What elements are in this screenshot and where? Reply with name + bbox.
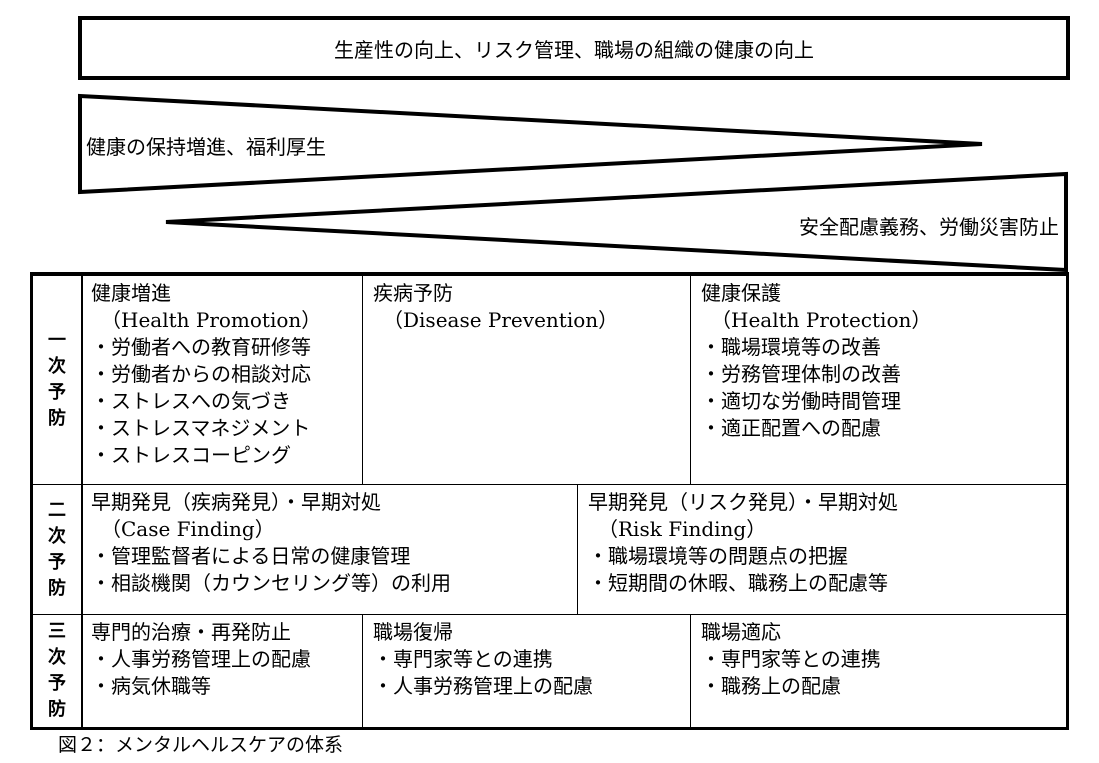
safety-wedge-label: 安全配慮義務、労働災害防止: [799, 215, 1059, 239]
level-label-char: 防: [48, 699, 66, 720]
level-label-char: 二: [48, 499, 66, 521]
top-banner-text: 生産性の向上、リスク管理、職場の組織の健康の向上: [334, 37, 814, 62]
cell-item: ・専門家等との連携: [373, 647, 553, 671]
cell-title: 専門的治療・再発防止: [91, 620, 291, 644]
level-label-char: 防: [48, 577, 66, 599]
safety-wedge: [165, 171, 1068, 273]
cell-title: 職場復帰: [373, 620, 453, 644]
health-wedge: [78, 93, 983, 195]
cell-item: ・短期間の休暇、職務上の配慮等: [588, 571, 888, 595]
cell-item: ・専門家等との連携: [701, 647, 881, 671]
level-label-char: 予: [48, 382, 66, 403]
cell-item: ・職務上の配慮: [701, 674, 841, 698]
level-label-char: 次: [48, 525, 66, 547]
cell-item: ・人事労務管理上の配慮: [91, 647, 311, 671]
level-label: 二次予防: [33, 485, 83, 614]
cell-item: ・適正配置への配慮: [701, 416, 881, 440]
cell-item: ・相談機関（カウンセリング等）の利用: [91, 571, 451, 595]
cell-subtitle: （Health Promotion）: [101, 308, 322, 332]
prevention-table: 一次予防健康増進（Health Promotion）・労働者への教育研修等・労働…: [30, 272, 1069, 730]
level-label: 一次予防: [33, 276, 83, 484]
prevention-row-primary: 一次予防健康増進（Health Promotion）・労働者への教育研修等・労働…: [33, 276, 1066, 485]
prevention-row-tertiary: 三次予防専門的治療・再発防止・人事労務管理上の配慮・病気休職等職場復帰・専門家等…: [33, 615, 1066, 727]
level-label-char: 予: [48, 673, 66, 694]
cell-title: 健康保護: [701, 281, 781, 305]
wedge-arrows: [78, 93, 1068, 273]
cell-item: ・労働者への教育研修等: [91, 335, 311, 359]
prevention-cell: 職場復帰・専門家等との連携・人事労務管理上の配慮: [363, 615, 691, 727]
cell-item: ・職場環境等の問題点の把握: [588, 544, 848, 568]
cell-item: ・ストレスへの気づき: [91, 389, 291, 413]
prevention-cell: 早期発見（疾病発見）・早期対処 （Case Finding） ・管理監督者による日常…: [81, 485, 578, 614]
cell-item: ・ストレスマネジメント: [91, 416, 311, 440]
cell-subtitle: （Health Protection）: [711, 308, 932, 332]
health-wedge-label: 健康の保持増進、福利厚生: [86, 135, 326, 159]
cell-title: 疾病予防: [373, 281, 453, 305]
level-label-char: 予: [48, 551, 66, 573]
prevention-cell: 健康増進 （Health Promotion） ・労働者への教育研修等・労働者からの…: [81, 276, 363, 484]
prevention-row-secondary: 二次予防早期発見（疾病発見）・早期対処（Case Finding）・管理監督者に…: [33, 485, 1066, 615]
cell-title: 健康増進: [91, 281, 171, 305]
cell-subtitle: （Risk Finding）: [598, 517, 767, 541]
level-label: 三次予防: [33, 615, 83, 727]
prevention-cell: 健康保護 （Health Protection） ・職場環境等の改善・労務管理体制の…: [691, 276, 1066, 484]
cell-subtitle: （Disease Prevention）: [383, 308, 619, 332]
cell-item: ・適切な労働時間管理: [701, 389, 901, 413]
figure-caption: 図２：メンタルヘルスケアの体系: [58, 734, 344, 756]
cell-title: 早期発見（リスク発見）・早期対処: [588, 490, 898, 514]
cell-item: ・病気休職等: [91, 674, 211, 698]
level-label-char: 三: [48, 621, 66, 642]
level-label-char: 防: [48, 408, 66, 429]
cell-title: 職場適応: [701, 620, 781, 644]
level-label-char: 一: [48, 330, 66, 351]
prevention-cell: 専門的治療・再発防止・人事労務管理上の配慮・病気休職等: [81, 615, 363, 727]
cell-item: ・職場環境等の改善: [701, 335, 881, 359]
level-label-char: 次: [48, 647, 66, 668]
cell-item: ・ストレスコーピング: [91, 443, 291, 467]
prevention-cell: 職場適応・専門家等との連携・職務上の配慮: [691, 615, 1066, 727]
prevention-cell: 疾病予防 （Disease Prevention）: [363, 276, 691, 484]
top-banner: 生産性の向上、リスク管理、職場の組織の健康の向上: [78, 16, 1070, 80]
prevention-cell: 早期発見（リスク発見）・早期対処 （Risk Finding） ・職場環境等の問題点…: [578, 485, 1066, 614]
cell-item: ・管理監督者による日常の健康管理: [91, 544, 411, 568]
cell-item: ・人事労務管理上の配慮: [373, 674, 593, 698]
cell-item: ・労務管理体制の改善: [701, 362, 901, 386]
cell-item: ・労働者からの相談対応: [91, 362, 311, 386]
cell-subtitle: （Case Finding）: [101, 517, 275, 541]
level-label-char: 次: [48, 356, 66, 377]
cell-title: 早期発見（疾病発見）・早期対処: [91, 490, 381, 514]
